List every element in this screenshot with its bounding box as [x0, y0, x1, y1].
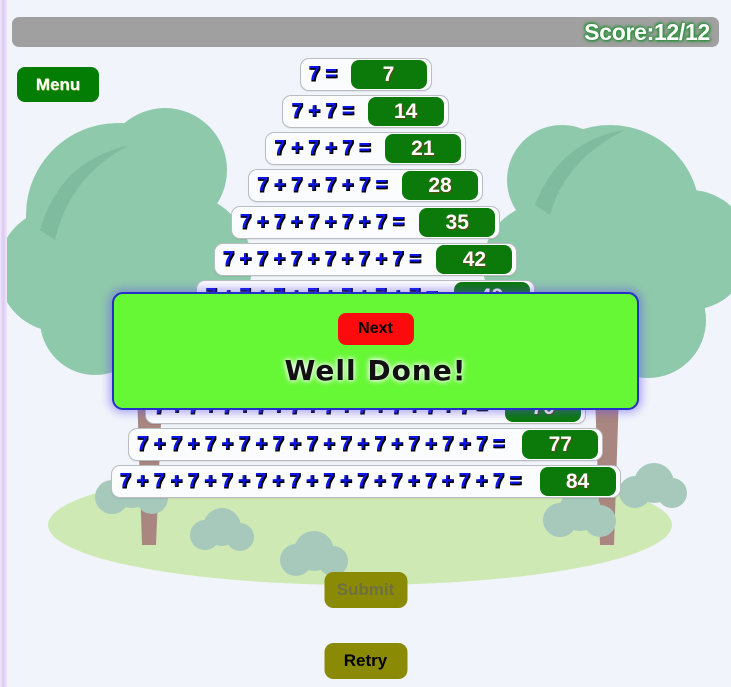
score-bar: Score:12/12	[12, 17, 719, 47]
well-done-modal: Next Well Done!	[112, 292, 639, 410]
equation-expression: 7 + 7 + 7 + 7 + 7 =	[239, 211, 404, 233]
equation-pyramid: 7 = 7 7 + 7 = 14 7 + 7 + 7 = 21 7 + 7 + 7 + 7 …	[0, 58, 731, 502]
equation-answer-input[interactable]: 42	[436, 245, 513, 274]
equation-expression: 7 + 7 + 7 + 7 + 7 + 7 + 7 + 7 + 7 + 7 + …	[136, 433, 505, 455]
equation-row: 7 + 7 + 7 = 21	[265, 132, 466, 165]
equation-expression: 7 + 7 + 7 + 7 + 7 + 7 + 7 + 7 + 7 + 7 + …	[119, 470, 521, 492]
equation-answer-input[interactable]: 21	[384, 134, 461, 163]
score-label: Score:12/12	[584, 19, 710, 45]
equation-row: 7 + 7 + 7 + 7 = 28	[247, 169, 484, 202]
equation-row: 7 + 7 + 7 + 7 + 7 + 7 = 42	[213, 243, 518, 276]
equation-row: 7 + 7 = 14	[282, 95, 449, 128]
equation-answer-input[interactable]: 14	[367, 97, 444, 126]
equation-row: 7 + 7 + 7 + 7 + 7 = 35	[230, 206, 501, 239]
equation-expression: 7 + 7 + 7 + 7 =	[256, 174, 388, 196]
equation-expression: 7 + 7 =	[291, 100, 354, 122]
modal-message: Well Done!	[284, 354, 467, 387]
submit-button[interactable]: Submit	[324, 572, 407, 608]
equation-answer-input[interactable]: 7	[350, 60, 427, 89]
equation-row: 7 + 7 + 7 + 7 + 7 + 7 + 7 + 7 + 7 + 7 + …	[127, 428, 604, 461]
retry-button[interactable]: Retry	[324, 643, 407, 679]
equation-expression: 7 + 7 + 7 + 7 + 7 + 7 =	[222, 248, 421, 270]
menu-button[interactable]: Menu	[17, 67, 99, 102]
equation-expression: 7 + 7 + 7 =	[274, 137, 371, 159]
equation-answer-input[interactable]: 77	[522, 430, 599, 459]
equation-row: 7 = 7	[299, 58, 432, 91]
page-left-edge	[0, 0, 7, 687]
equation-answer-input[interactable]: 28	[402, 171, 479, 200]
equation-answer-input[interactable]: 84	[539, 467, 616, 496]
next-button[interactable]: Next	[337, 313, 414, 345]
equation-row: 7 + 7 + 7 + 7 + 7 + 7 + 7 + 7 + 7 + 7 + …	[110, 465, 621, 498]
equation-answer-input[interactable]: 35	[419, 208, 496, 237]
equation-expression: 7 =	[308, 63, 337, 85]
